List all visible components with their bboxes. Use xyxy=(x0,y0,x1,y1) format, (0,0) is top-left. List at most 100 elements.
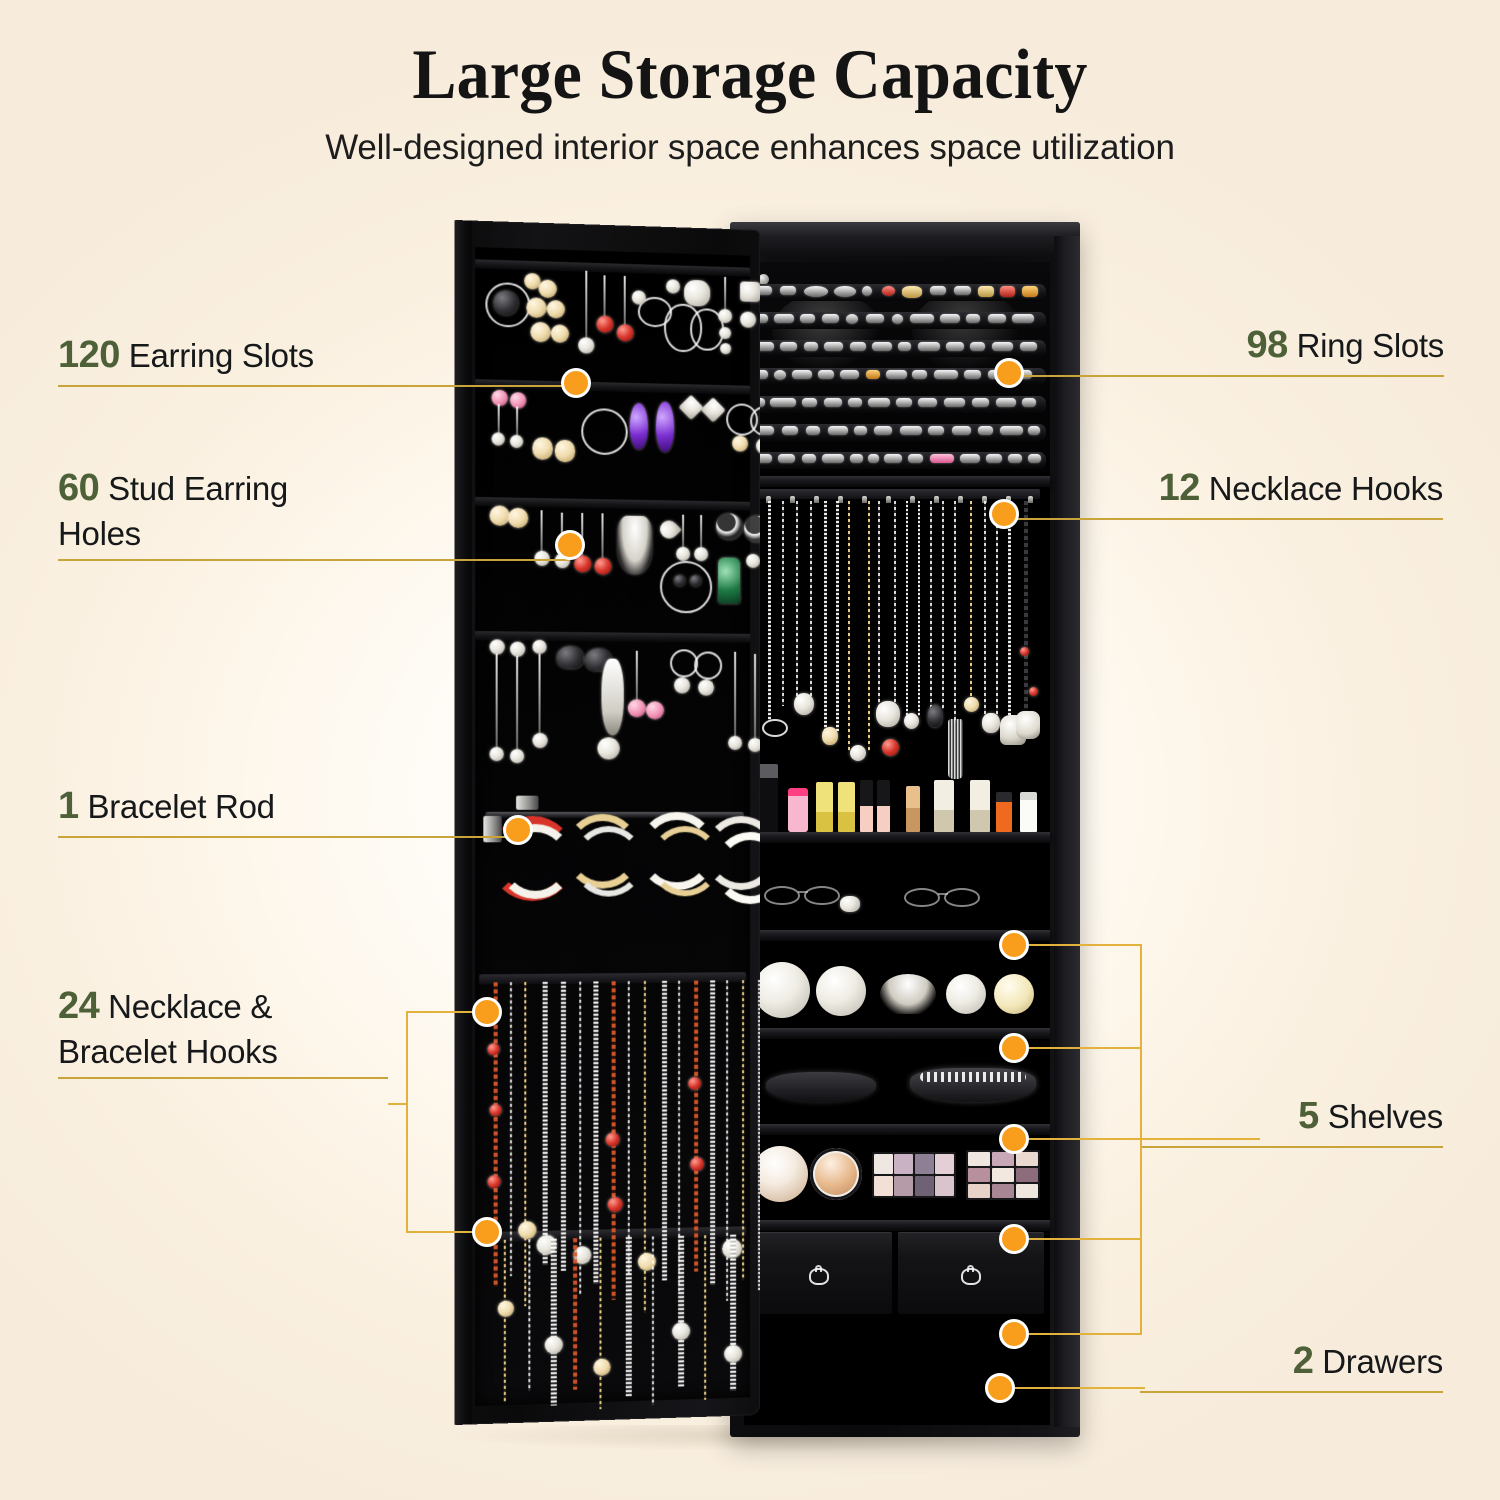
callout-dot-bracelet-rod[interactable] xyxy=(503,815,533,845)
callout-bracelet-rod: 1 Bracelet Rod xyxy=(58,783,518,838)
jewelry-cabinet-illustration xyxy=(430,219,1080,1437)
callout-dot-stud-earring-holes[interactable] xyxy=(555,530,585,560)
drawer-handle[interactable] xyxy=(809,1265,829,1285)
callout-text: 98 Ring Slots xyxy=(1010,322,1444,375)
callout-label: Necklace Hooks xyxy=(1208,470,1444,507)
lipstick-bronze xyxy=(906,786,920,832)
necklace xyxy=(930,501,932,709)
earring-bead xyxy=(690,575,702,587)
callout-dot-earring-slots[interactable] xyxy=(561,368,591,398)
callout-text: 120 Earring Slots xyxy=(58,332,576,385)
necklace xyxy=(970,501,972,701)
callout-dot-shelf-2[interactable] xyxy=(999,1033,1029,1063)
callout-text: 2 Drawers xyxy=(1140,1338,1444,1391)
ring-row-items xyxy=(750,286,1044,298)
earring-drop xyxy=(635,650,638,704)
eyeshadow-palette xyxy=(872,1152,956,1198)
earring-bead xyxy=(489,746,504,762)
bracket-spine-necklace-hooks xyxy=(406,1011,408,1233)
callout-dot-necklace-hooks-bottom[interactable] xyxy=(472,1217,502,1247)
necklace xyxy=(810,501,812,696)
lipstick-gold xyxy=(838,782,855,832)
necklace-bead xyxy=(593,1358,611,1377)
callout-number: 98 xyxy=(1246,324,1288,366)
callout-dot-shelf-4[interactable] xyxy=(999,1224,1029,1254)
necklace-pendant xyxy=(876,701,900,727)
eyeshadow-palette xyxy=(966,1150,1040,1200)
earring-hoop-large xyxy=(659,560,713,614)
earring-drop xyxy=(497,404,500,435)
cosmetics-shelf xyxy=(744,759,1050,835)
callout-label: Necklace & Bracelet Hooks xyxy=(58,988,278,1070)
cabinet-body xyxy=(730,222,1080,1437)
earring-drop xyxy=(516,655,519,754)
callout-dot-shelf-3[interactable] xyxy=(999,1124,1029,1154)
necklace-bead xyxy=(487,1174,501,1189)
earring-drop xyxy=(601,513,604,560)
earring xyxy=(631,290,646,305)
necklace-hook xyxy=(982,496,987,503)
necklace-pendant xyxy=(928,705,942,727)
ring-row-items xyxy=(750,342,1044,353)
callout-number: 1 xyxy=(58,785,79,827)
lip-gloss xyxy=(860,780,873,832)
callout-label: Shelves xyxy=(1327,1098,1444,1135)
earring-stud xyxy=(493,290,519,316)
necklace xyxy=(954,501,956,723)
earring-drop xyxy=(623,275,626,329)
necklace-bead xyxy=(607,1196,623,1213)
ring-panel-velvet-fold xyxy=(772,292,882,372)
lipstick-ornate xyxy=(970,780,990,832)
necklace-hook xyxy=(934,496,939,503)
eyewear-shelf xyxy=(744,852,1050,930)
callout-label: Stud Earring Holes xyxy=(58,470,288,552)
earring-swirl xyxy=(716,513,743,540)
necklace-hook xyxy=(886,496,891,503)
bracket-stub-shelves xyxy=(1140,1138,1260,1140)
earring-bead xyxy=(694,546,709,562)
necklace-pendant-bead xyxy=(882,739,899,756)
necklace-gold xyxy=(503,1239,506,1403)
ring-row-items xyxy=(750,454,1044,465)
ring-row-items xyxy=(750,314,1044,325)
callout-dot-drawers[interactable] xyxy=(985,1373,1015,1403)
cabinet-top-panel xyxy=(730,222,1080,256)
callout-dot-shelf-5[interactable] xyxy=(999,1319,1029,1349)
necklace-bead xyxy=(688,1076,702,1091)
earring-bead xyxy=(532,732,548,749)
nail-polish-orange xyxy=(996,792,1012,832)
bronzer-compact xyxy=(810,1148,862,1200)
earring-swirl xyxy=(744,515,760,543)
necklace-hook xyxy=(838,496,843,503)
necklace-bead xyxy=(487,1043,500,1056)
necklace-hook xyxy=(910,496,915,503)
callout-ring-slots: 98 Ring Slots xyxy=(1010,322,1444,377)
page-title: Large Storage Capacity xyxy=(412,36,1088,114)
sunglasses-shelf xyxy=(744,1042,1050,1124)
callout-dot-ring-slots[interactable] xyxy=(994,358,1024,388)
callout-text: 1 Bracelet Rod xyxy=(58,783,518,836)
necklace xyxy=(868,501,870,751)
bracket-arm-shelf-1 xyxy=(1014,944,1142,946)
earring-bead xyxy=(719,326,732,340)
necklace-gold xyxy=(704,1235,707,1400)
tiara xyxy=(880,974,936,1014)
necklace xyxy=(1008,501,1011,719)
earring-bead xyxy=(616,324,634,342)
earring-drop xyxy=(734,651,737,740)
drawer-handle[interactable] xyxy=(961,1265,981,1285)
necklace-pearl xyxy=(730,1234,737,1391)
necklace-hook xyxy=(814,496,819,503)
earring-diamond xyxy=(700,397,726,423)
necklace-hook xyxy=(958,496,963,503)
callout-dot-shelf-1[interactable] xyxy=(999,930,1029,960)
drawer-left[interactable] xyxy=(746,1232,892,1314)
callout-number: 60 xyxy=(58,467,100,509)
earring-group xyxy=(475,639,760,792)
interior-lock-plate xyxy=(758,274,769,285)
callout-dot-necklace-hooks-top[interactable] xyxy=(472,997,502,1027)
makeup-palette-shelf xyxy=(744,1138,1050,1220)
necklace-pendant xyxy=(762,719,788,737)
callout-dot-necklace-hooks[interactable] xyxy=(989,499,1019,529)
